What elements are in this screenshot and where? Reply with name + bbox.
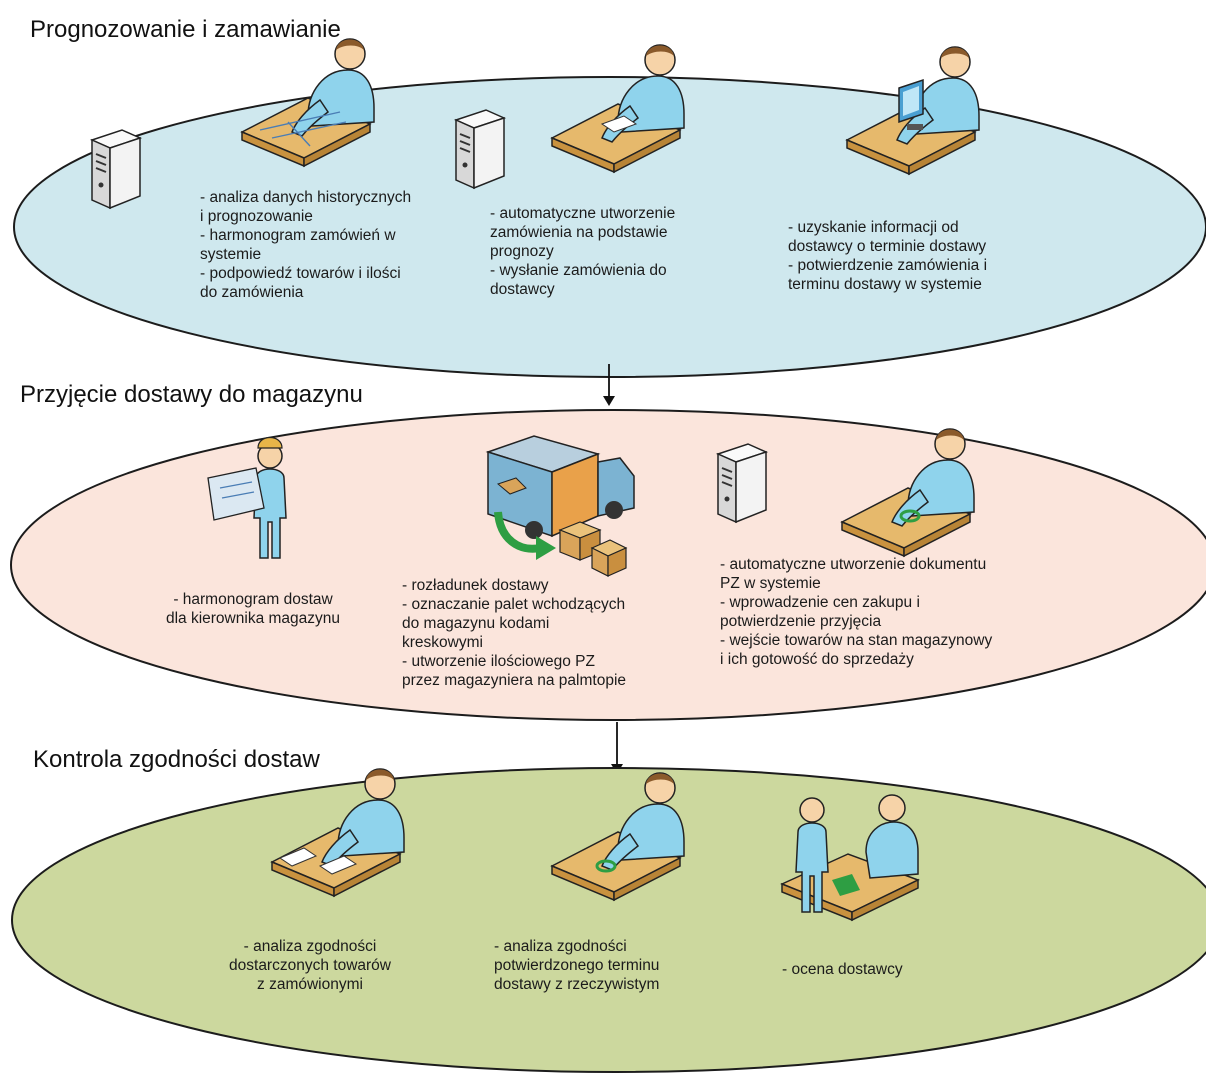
text-line: - podpowiedź towarów i ilości [200,265,401,282]
section-1-item-3-text: - uzyskanie informacji od dostawcy o ter… [788,218,987,294]
text-line: do magazynu kodami [402,615,550,632]
text-line: potwierdzonego terminu [494,957,660,974]
text-line: i prognozowanie [200,208,313,225]
text-line: i ich gotowość do sprzedaży [720,651,914,668]
text-line: systemie [200,246,262,263]
stamping-person-icon [551,772,685,901]
text-line: dostawcy [490,281,555,298]
text-line: terminu dostawy w systemie [788,276,982,293]
text-line: - harmonogram dostaw [173,591,333,608]
unload-arrow-head [536,536,556,560]
server-icon [455,109,505,189]
text-line: - utworzenie ilościowego PZ [402,653,595,670]
text-line: - automatyczne utworzenie dokumentu [720,556,987,573]
planning-person-icon [241,38,375,167]
text-line: kreskowymi [402,634,483,651]
text-line: - ocena dostawcy [782,961,903,978]
section-1-item-2-text: - automatyczne utworzenie zamówienia na … [490,204,675,299]
text-line: - wejście towarów na stan magazynowy [720,632,993,649]
text-line: zamówienia na podstawie [490,224,668,241]
text-line: - uzyskanie informacji od [788,219,959,236]
server-icon [91,129,141,209]
text-line: PZ w systemie [720,575,821,592]
section-2-item-1-text: - harmonogram dostaw dla kierownika maga… [138,590,368,628]
section-1-title: Prognozowanie i zamawianie [30,16,341,43]
text-line: dostarczonych towarów [229,957,391,974]
document-review-icon [271,768,405,897]
flow-arrow-1-head [603,396,615,406]
text-line: - analiza zgodności [243,938,377,955]
section-3-ellipse [11,767,1206,1073]
section-2-item-2-text: - rozładunek dostawy - oznaczanie palet … [402,576,626,690]
stamping-person-icon [841,428,975,557]
section-3-item-2-text: - analiza zgodności potwierdzonego termi… [494,937,659,994]
text-line: - potwierdzenie zamówienia i [788,257,988,274]
text-line: - analiza danych historycznych [200,189,412,206]
text-line: - harmonogram zamówień w [200,227,396,244]
meeting-icon [780,794,920,922]
text-line: - wysłanie zamówienia do [490,262,667,279]
writing-person-icon [551,44,685,173]
delivery-truck-icon [485,435,635,539]
text-line: - rozładunek dostawy [402,577,549,594]
text-line: - wprowadzenie cen zakupu i [720,594,920,611]
unload-arrow-icon [494,511,541,553]
section-3-title: Kontrola zgodności dostaw [33,746,320,773]
text-line: - automatyczne utworzenie [490,205,676,222]
text-line: dostawy z rzeczywistym [494,976,660,993]
text-line: dostawcy o terminie dostawy [788,238,987,255]
text-line: do zamówienia [200,284,304,301]
section-1-item-1-text: - analiza danych historycznych i prognoz… [200,188,411,302]
section-2-item-3-text: - automatyczne utworzenie dokumentu PZ w… [720,555,992,669]
server-icon [717,443,767,523]
text-line: przez magazyniera na palmtopie [402,672,627,689]
section-3-item-1-text: - analiza zgodności dostarczonych towaró… [210,937,410,994]
text-line: z zamówionymi [257,976,363,993]
boxes-icon [558,521,628,577]
text-line: - oznaczanie palet wchodzących [402,596,626,613]
text-line: prognozy [490,243,554,260]
section-2-title: Przyjęcie dostawy do magazynu [20,381,363,408]
computer-operator-icon [846,46,980,175]
text-line: dla kierownika magazynu [165,610,341,627]
section-3-item-3-text: - ocena dostawcy [782,960,903,979]
warehouse-manager-icon [207,436,287,559]
text-line: - analiza zgodności [494,938,627,955]
text-line: potwierdzenie przyjęcia [720,613,882,630]
